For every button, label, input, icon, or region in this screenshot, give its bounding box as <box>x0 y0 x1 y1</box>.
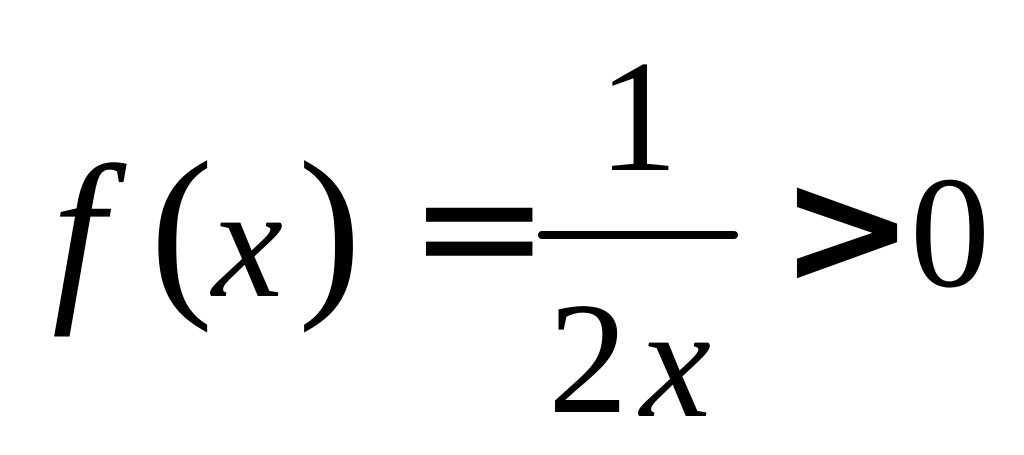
fraction-bar <box>538 231 738 239</box>
close-parenthesis: ) <box>298 124 362 334</box>
equals-sign: = <box>408 128 551 326</box>
right-hand-side: 0 <box>910 143 990 321</box>
function-symbol: f <box>52 128 105 338</box>
open-parenthesis: ( <box>150 124 214 334</box>
argument-variable: x <box>212 153 284 331</box>
fraction-numerator: 1 <box>598 27 678 205</box>
denominator-coefficient: 2 <box>548 269 628 447</box>
greater-than-sign: > <box>780 134 915 321</box>
denominator-variable: x <box>640 273 712 451</box>
